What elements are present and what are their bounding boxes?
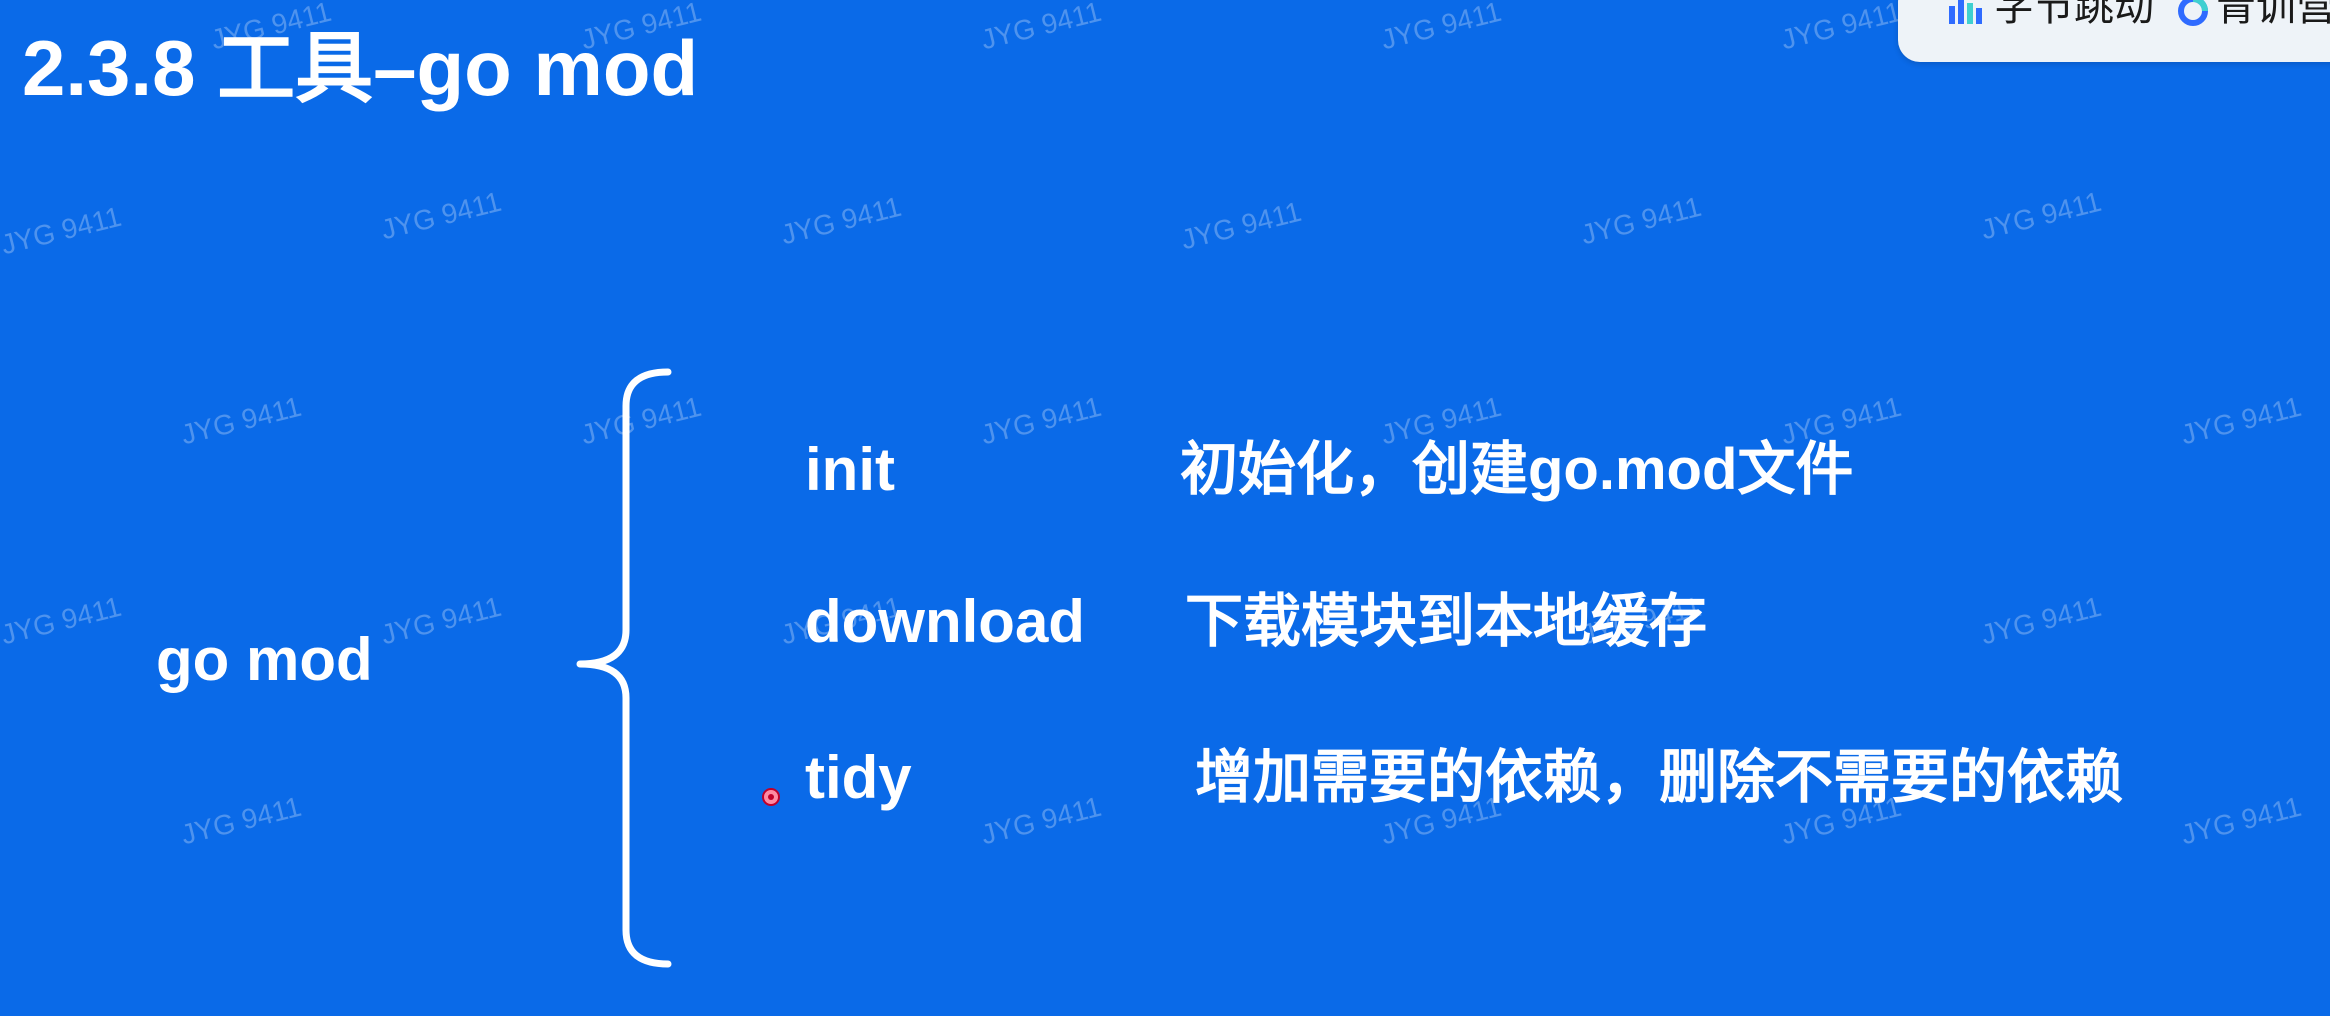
command-init-description: 初始化，创建go.mod文件: [1180, 437, 1854, 502]
command-init: init: [805, 436, 895, 503]
slide-title: 2.3.8 工具–go mod: [22, 24, 699, 112]
watermark: JYG 9411: [0, 590, 125, 651]
command-tidy-description: 增加需要的依赖，删除不需要的依赖: [1195, 745, 2124, 810]
watermark: JYG 9411: [377, 185, 505, 246]
command-download-description: 下载模块到本地缓存: [1185, 589, 1708, 654]
watermark: JYG 9411: [977, 390, 1105, 451]
watermark: JYG 9411: [2177, 390, 2305, 451]
command-tidy: tidy: [805, 744, 912, 811]
watermark: JYG 9411: [0, 200, 125, 261]
watermark: JYG 9411: [177, 390, 305, 451]
watermark: JYG 9411: [977, 0, 1105, 56]
watermark: JYG 9411: [777, 190, 905, 251]
watermark: JYG 9411: [1977, 185, 2105, 246]
watermark: JYG 9411: [1377, 0, 1505, 56]
watermark: JYG 9411: [1977, 590, 2105, 651]
brand-text: 字节跳动: [1994, 0, 2154, 29]
pointer-cursor-icon: [762, 788, 780, 806]
watermark: JYG 9411: [1577, 190, 1705, 251]
watermark: JYG 9411: [1177, 195, 1305, 256]
bytedance-logo-icon: [1949, 0, 1982, 24]
watermark: JYG 9411: [1777, 0, 1905, 56]
watermark: JYG 9411: [177, 790, 305, 851]
root-label-go-mod: go mod: [156, 626, 373, 693]
command-download: download: [805, 588, 1085, 655]
watermark: JYG 9411: [2177, 790, 2305, 851]
youth-camp-logo-icon: [2178, 0, 2208, 26]
camp-text: 青训营: [2216, 0, 2330, 29]
curly-brace: [576, 368, 672, 968]
watermark: JYG 9411: [977, 790, 1105, 851]
brand-badge: 字节跳动 青训营: [1898, 0, 2330, 62]
watermark: JYG 9411: [377, 590, 505, 651]
